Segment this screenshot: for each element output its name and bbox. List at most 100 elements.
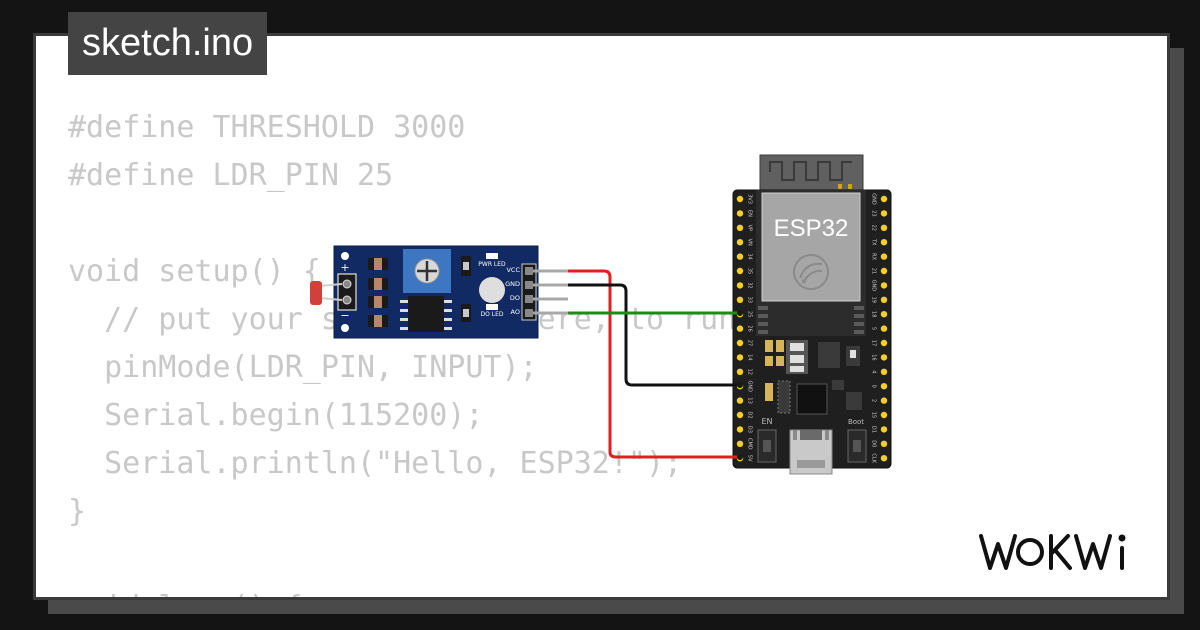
esp32-pin-label: 18 xyxy=(871,311,877,317)
photoresistor[interactable] xyxy=(310,281,343,305)
esp32-pin[interactable] xyxy=(880,311,888,318)
esp32-pin-label: 5V xyxy=(747,455,753,462)
ldr-header-pins[interactable] xyxy=(521,263,568,321)
esp32-pin-label: 17 xyxy=(871,340,877,346)
esp32-pin-label: D0 xyxy=(871,440,877,447)
esp32-pin[interactable] xyxy=(736,296,744,303)
wokwi-logo[interactable] xyxy=(978,530,1150,574)
esp32-pin[interactable] xyxy=(880,282,888,289)
esp32-pin[interactable] xyxy=(736,282,744,289)
esp32-pin[interactable] xyxy=(736,411,744,419)
esp32-pin-label: 33 xyxy=(747,297,753,303)
file-tab[interactable]: sketch.ino xyxy=(68,12,268,75)
wire-vcc xyxy=(568,269,740,459)
esp32-pin-label: VN xyxy=(747,239,753,246)
esp32-pin-label: 25 xyxy=(747,311,753,317)
esp32-pin-label: 22 xyxy=(871,225,877,231)
esp32-pin[interactable] xyxy=(880,440,888,447)
pin-label-vcc: VCC xyxy=(506,266,520,274)
esp32-pin[interactable] xyxy=(736,195,744,203)
esp32-pin[interactable] xyxy=(880,368,888,375)
en-label: EN xyxy=(761,417,772,426)
esp32-pin[interactable] xyxy=(736,339,744,347)
esp32-pin[interactable] xyxy=(736,267,744,275)
boot-label: Boot xyxy=(848,418,864,426)
pwr-led-label: PWR LED xyxy=(478,261,506,268)
esp32-pin-label: TX xyxy=(871,238,877,246)
espressif-logo-icon xyxy=(793,254,829,290)
esp32-pin[interactable] xyxy=(736,440,744,447)
esp32-pin[interactable] xyxy=(880,455,888,462)
esp32-pin[interactable] xyxy=(880,239,888,246)
esp32-pin[interactable] xyxy=(880,224,888,231)
esp32-pin[interactable] xyxy=(880,195,888,203)
boot-button[interactable] xyxy=(847,429,867,463)
code-line: } xyxy=(68,494,87,529)
esp32-pin[interactable] xyxy=(880,296,888,303)
minus-label: − xyxy=(340,309,349,322)
esp32-pin-label: 5 xyxy=(871,327,877,330)
esp32-chip-label: ESP32 xyxy=(774,215,849,242)
esp32-pin[interactable] xyxy=(736,354,744,361)
esp32-pin-label: CLK xyxy=(871,453,877,463)
esp32-devkit-board[interactable]: ESP32 EN Boot xyxy=(732,154,892,475)
comparator-chip xyxy=(400,296,452,332)
ldr-lens-icon xyxy=(479,277,505,303)
esp32-pin-label: 13 xyxy=(747,397,753,403)
esp32-pin-label: 34 xyxy=(747,253,753,259)
esp32-pin[interactable] xyxy=(880,397,888,404)
esp32-pin-label: 32 xyxy=(747,282,753,288)
pin-label-do: DO xyxy=(510,294,520,302)
esp32-pin-label: 21 xyxy=(871,268,877,274)
esp32-pin[interactable] xyxy=(736,426,744,433)
wire-gnd xyxy=(568,283,740,387)
esp32-pin-label: 12 xyxy=(747,369,753,375)
esp32-pin-label: GND xyxy=(871,280,877,292)
pin-label-ao: AO xyxy=(511,308,520,316)
esp32-pin[interactable] xyxy=(736,368,744,375)
esp32-pin-label: D2 xyxy=(747,411,753,418)
wires[interactable] xyxy=(568,269,743,460)
esp32-pin[interactable] xyxy=(736,210,744,217)
code-editor[interactable]: #define THRESHOLD 3000#define LDR_PIN 25… xyxy=(68,104,845,597)
esp32-pin-label: D1 xyxy=(871,426,877,433)
esp32-pin[interactable] xyxy=(736,253,744,260)
code-line: void loop() { xyxy=(68,584,845,597)
esp32-pin[interactable] xyxy=(880,426,888,433)
code-line: pinMode(LDR_PIN, INPUT); xyxy=(68,350,538,385)
en-button[interactable] xyxy=(757,429,777,463)
potentiometer[interactable] xyxy=(403,249,451,293)
esp32-pin[interactable] xyxy=(880,339,888,347)
esp32-pin-label: GND xyxy=(747,380,753,392)
esp32-pin-label: GND xyxy=(871,193,877,205)
esp32-pin[interactable] xyxy=(880,325,888,332)
esp32-pin-label: VP xyxy=(747,225,753,231)
code-line: Serial.println("Hello, ESP32!"); xyxy=(68,446,683,481)
esp32-pin[interactable] xyxy=(880,267,888,275)
esp32-pin-label: 26 xyxy=(747,325,753,331)
esp32-pin-label: 35 xyxy=(747,268,753,274)
esp32-pin-label: 19 xyxy=(871,297,877,303)
esp32-pin[interactable] xyxy=(736,239,744,246)
esp32-pin-label: 3V3 xyxy=(747,194,753,204)
esp32-pin[interactable] xyxy=(736,325,744,332)
esp32-pin[interactable] xyxy=(880,411,888,419)
esp32-pin-label: CMD xyxy=(747,438,753,450)
plus-label: + xyxy=(340,261,349,274)
esp32-pin[interactable] xyxy=(880,354,888,361)
esp32-pin[interactable] xyxy=(736,397,744,404)
esp32-pin[interactable] xyxy=(736,224,744,231)
esp32-pin[interactable] xyxy=(880,210,888,217)
esp32-pin-label: 23 xyxy=(871,210,877,216)
pin-label-gnd: GND xyxy=(505,280,520,288)
esp32-pin-label: RX xyxy=(871,253,877,260)
esp32-pin-label: 2 xyxy=(871,399,877,402)
micro-usb-port[interactable] xyxy=(789,429,833,475)
esp32-pin[interactable] xyxy=(880,383,888,390)
code-line: #define LDR_PIN 25 xyxy=(68,158,394,193)
esp32-pin[interactable] xyxy=(880,253,888,260)
canvas-card: #define THRESHOLD 3000#define LDR_PIN 25… xyxy=(33,33,1170,600)
ldr-sensor-module[interactable]: + − PWR xyxy=(310,245,568,339)
code-line: Serial.begin(115200); xyxy=(68,398,484,433)
esp32-pin-label: 16 xyxy=(871,354,877,360)
